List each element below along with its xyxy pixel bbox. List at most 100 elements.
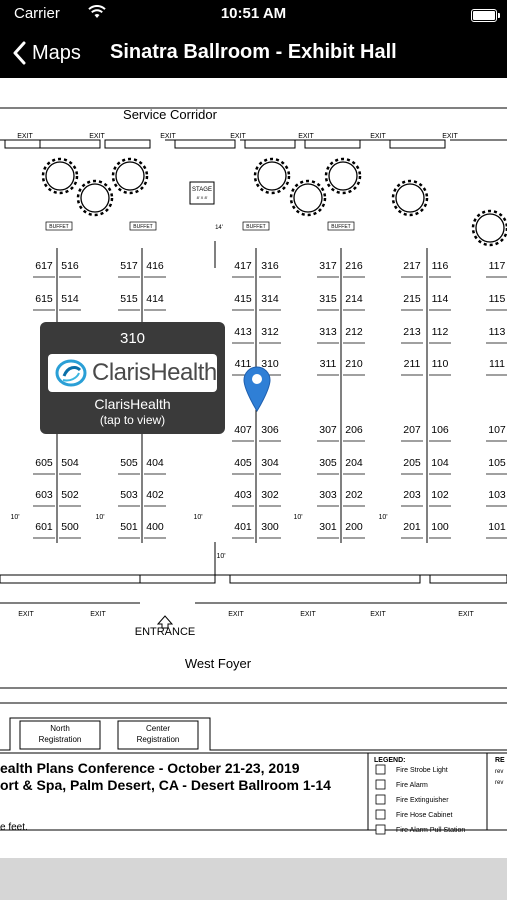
legend-symbol-icon [375,824,386,835]
booth-116[interactable]: 116 [432,260,449,272]
booth-311[interactable]: 311 [320,358,337,370]
chevron-left-icon [13,41,26,65]
booth-102[interactable]: 102 [431,489,449,501]
booth-314[interactable]: 314 [261,293,279,305]
booth-107[interactable]: 107 [488,424,506,436]
booth-206[interactable]: 206 [345,424,363,436]
exit-label: EXIT [458,611,474,618]
booth-301[interactable]: 301 [319,521,337,533]
carrier-label: Carrier [14,5,60,22]
booth-615[interactable]: 615 [35,293,53,305]
booth-305[interactable]: 305 [319,457,337,469]
map-pin-icon[interactable] [242,364,272,412]
booth-215[interactable]: 215 [403,293,421,305]
booth-205[interactable]: 205 [403,457,421,469]
booth-617[interactable]: 617 [35,260,53,272]
booth-115[interactable]: 115 [489,293,506,305]
booth-217[interactable]: 217 [403,260,421,272]
booth-605[interactable]: 605 [35,457,53,469]
scale-note: e feet. [0,822,28,833]
booth-500[interactable]: 500 [61,521,79,533]
booth-310[interactable]: 310 [261,358,279,370]
booth-106[interactable]: 106 [431,424,449,436]
stage-size: 8' X 8' [197,195,208,200]
legend-item: Fire Extinguisher [396,797,449,804]
booth-401[interactable]: 401 [234,521,252,533]
booth-504[interactable]: 504 [61,457,79,469]
booth-417[interactable]: 417 [234,260,252,272]
booth-415[interactable]: 415 [234,293,252,305]
booth-112[interactable]: 112 [432,326,449,338]
booth-111[interactable]: 111 [489,358,505,370]
booth-110[interactable]: 110 [432,358,449,370]
claris-swirl-icon [55,359,87,387]
booth-313[interactable]: 313 [319,326,337,338]
table-bank [0,574,141,584]
booth-514[interactable]: 514 [61,293,79,305]
booth-505[interactable]: 505 [120,457,138,469]
booth-503[interactable]: 503 [120,489,138,501]
booth-103[interactable]: 103 [488,489,506,501]
booth-302[interactable]: 302 [261,489,279,501]
exit-label: EXIT [160,133,176,140]
booth-214[interactable]: 214 [345,293,363,305]
legend-symbol-icon [375,764,386,775]
booth-callout[interactable]: 310 ClarisHealth ClarisHealth (tap to vi… [40,322,225,434]
booth-207[interactable]: 207 [403,424,421,436]
bottom-toolbar [0,858,507,900]
booth-212[interactable]: 212 [345,326,363,338]
booth-104[interactable]: 104 [431,457,449,469]
booth-516[interactable]: 516 [61,260,79,272]
back-button[interactable]: Maps [12,38,81,68]
booth-211[interactable]: 211 [404,358,421,370]
booth-105[interactable]: 105 [488,457,506,469]
booth-603[interactable]: 603 [35,489,53,501]
aisle-label: 10' [216,553,225,560]
booth-200[interactable]: 200 [345,521,363,533]
booth-304[interactable]: 304 [261,457,279,469]
booth-216[interactable]: 216 [345,260,363,272]
booth-316[interactable]: 316 [261,260,279,272]
revisions-title: RE [495,757,505,764]
booth-515[interactable]: 515 [120,293,138,305]
booth-413[interactable]: 413 [234,326,252,338]
aisle-label: 10' [95,514,104,521]
booth-402[interactable]: 402 [146,489,164,501]
booth-315[interactable]: 315 [319,293,337,305]
booth-400[interactable]: 400 [146,521,164,533]
booth-502[interactable]: 502 [61,489,79,501]
booth-114[interactable]: 114 [432,293,449,305]
exit-label: EXIT [370,133,386,140]
booth-303[interactable]: 303 [319,489,337,501]
floor-map[interactable]: 617 516 517 416 417 316 317 216 217 116 117 615 514 5… [0,78,507,858]
booth-317[interactable]: 317 [319,260,337,272]
booth-201[interactable]: 201 [403,521,421,533]
booth-213[interactable]: 213 [403,326,421,338]
booth-403[interactable]: 403 [234,489,252,501]
booth-404[interactable]: 404 [146,457,164,469]
booth-300[interactable]: 300 [261,521,279,533]
round-table [45,161,75,191]
booth-501[interactable]: 501 [120,521,138,533]
booth-202[interactable]: 202 [345,489,363,501]
booth-100[interactable]: 100 [431,521,449,533]
booth-416[interactable]: 416 [146,260,164,272]
booth-407[interactable]: 407 [234,424,252,436]
booth-101[interactable]: 101 [488,521,506,533]
booth-414[interactable]: 414 [146,293,164,305]
page-title: Sinatra Ballroom - Exhibit Hall [110,41,397,63]
booth-601[interactable]: 601 [35,521,53,533]
booth-306[interactable]: 306 [261,424,279,436]
booth-517[interactable]: 517 [120,260,138,272]
table-chairs [289,179,327,217]
booth-113[interactable]: 113 [489,326,506,338]
booth-203[interactable]: 203 [403,489,421,501]
booth-411[interactable]: 411 [235,358,252,370]
table-bank [4,139,41,149]
booth-210[interactable]: 210 [345,358,363,370]
booth-204[interactable]: 204 [345,457,363,469]
booth-117[interactable]: 117 [489,260,506,272]
booth-312[interactable]: 312 [261,326,279,338]
booth-405[interactable]: 405 [234,457,252,469]
booth-307[interactable]: 307 [319,424,337,436]
